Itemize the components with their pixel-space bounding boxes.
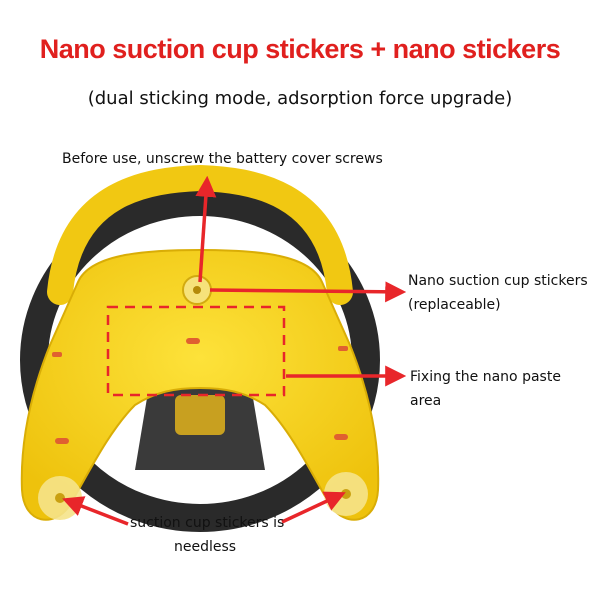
callout-paste-line1: Fixing the nano paste	[410, 369, 561, 385]
black-grip-ring	[20, 188, 380, 532]
page-subtitle: (dual sticking mode, adsorption force up…	[87, 88, 513, 109]
arrow-icon	[62, 175, 407, 526]
yellow-mounting-plate	[20, 248, 380, 521]
screw-icon	[182, 275, 212, 305]
red-button-marks	[52, 338, 348, 444]
callout-needless-line1: suction cup stickers is	[130, 515, 285, 531]
page-title: Nano suction cup stickers + nano sticker…	[39, 34, 561, 64]
nano-paste-area	[106, 305, 286, 397]
suction-cup-left	[38, 476, 82, 520]
callout-paste-line2: area	[410, 393, 442, 409]
callout-battery-cover: Before use, unscrew the battery cover sc…	[62, 151, 383, 167]
callout-needless-line2: needless	[174, 539, 237, 555]
wheel-hub	[135, 380, 265, 470]
callout-suction-line1: Nano suction cup stickers	[408, 273, 588, 289]
callout-suction-line2: (replaceable)	[408, 297, 501, 313]
suction-cup-right	[324, 472, 368, 516]
